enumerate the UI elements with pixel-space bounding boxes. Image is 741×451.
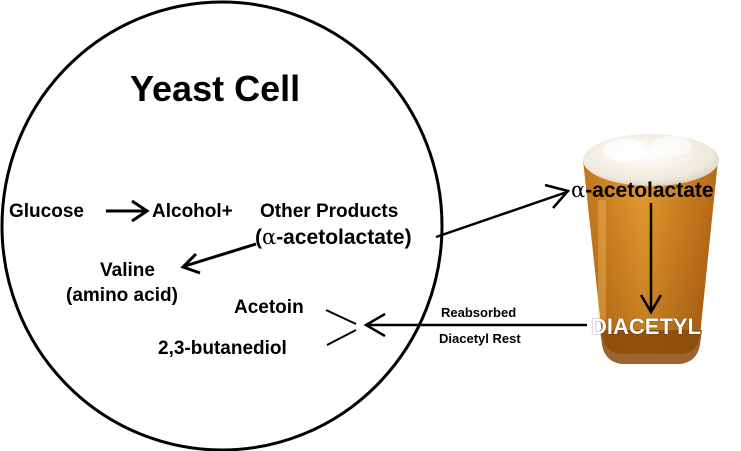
acetoin-label: Acetoin xyxy=(234,297,304,318)
open-paren: ( xyxy=(255,226,262,249)
brace-lines xyxy=(325,309,357,346)
diacetyl-rest-label: Diacetyl Rest xyxy=(439,331,521,346)
other-products-label: Other Products xyxy=(260,201,399,222)
acetolactate-out-text: -acetolactate xyxy=(585,179,714,202)
acetolactate-inner-text: -acetolactate) xyxy=(276,226,412,249)
acetolactate-inner-label: (α-acetolactate) xyxy=(255,225,412,249)
arrow-down-to-diacetyl xyxy=(639,203,663,315)
reabsorbed-label: Reabsorbed xyxy=(441,305,517,320)
yeast-cell-circle xyxy=(0,0,444,451)
valine-label: Valine xyxy=(100,260,155,281)
arrow-to-valine xyxy=(180,242,257,275)
arrow-to-acetolactate-out xyxy=(435,183,571,239)
butanediol-label: 2,3-butanediol xyxy=(158,338,287,359)
alcohol-label: Alcohol+ xyxy=(152,201,233,222)
acetolactate-out-label: α-acetolactate xyxy=(571,178,714,202)
alpha-symbol: α xyxy=(262,225,277,249)
glucose-label: Glucose xyxy=(9,201,84,222)
diacetyl-label: DIACETYL xyxy=(591,314,701,339)
alpha-symbol-out: α xyxy=(571,178,586,202)
arrow-glucose-to-alcohol xyxy=(106,199,150,223)
amino-acid-label: (amino acid) xyxy=(66,285,178,306)
yeast-cell-title: Yeast Cell xyxy=(130,68,301,109)
arrow-reabsorbed xyxy=(363,312,587,338)
